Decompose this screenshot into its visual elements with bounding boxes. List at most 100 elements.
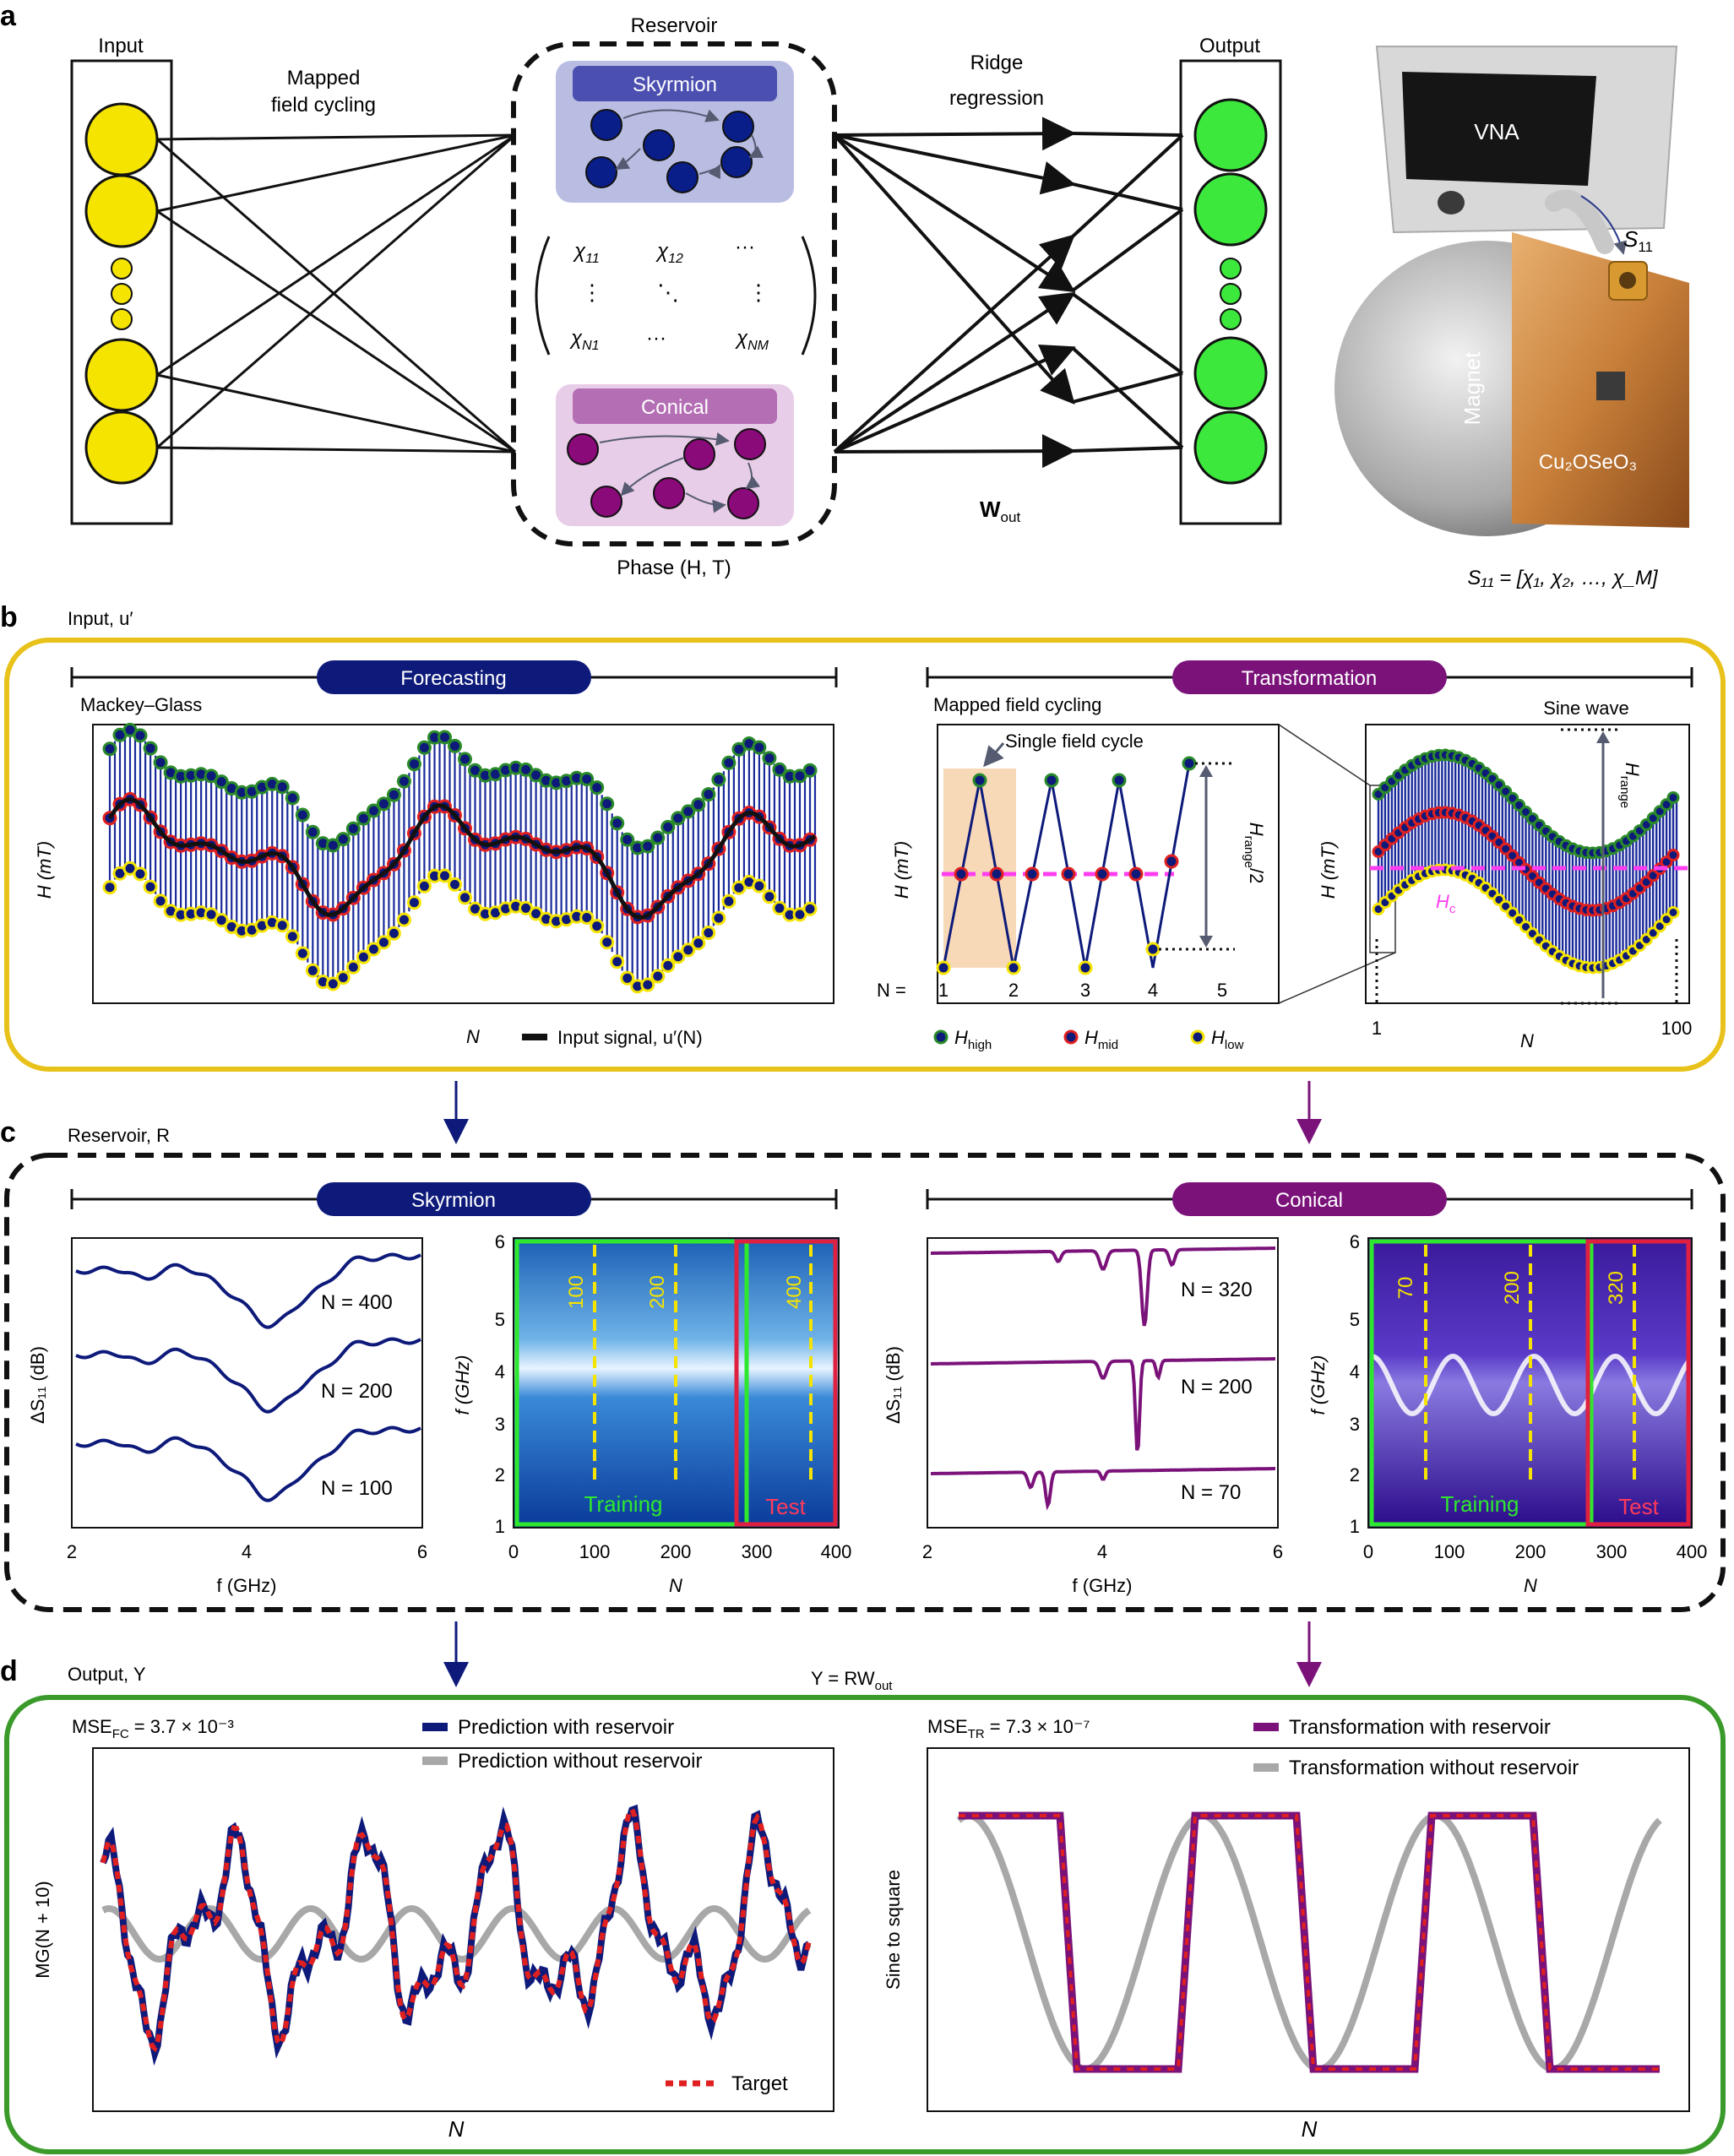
- mg-ylabel: H (mT): [34, 841, 55, 899]
- mg-high-point: [153, 755, 168, 770]
- wout-label: Wout: [980, 497, 1020, 525]
- mg-high-point: [376, 796, 391, 812]
- device-illustration: VNA S11 Magnet Cu₂OSeO₃: [1334, 46, 1689, 536]
- mg-high-point: [762, 751, 777, 766]
- hc-label: Hc: [1436, 891, 1456, 916]
- mg-high-point: [325, 838, 340, 853]
- mapping-label-1: Mapped: [287, 67, 361, 90]
- mg-high-point: [366, 803, 381, 818]
- panel-d-title: Output, Y: [68, 1664, 146, 1685]
- sine-xlabel: N: [1520, 1030, 1534, 1051]
- mg-low-point: [711, 910, 726, 926]
- mg-low-point: [153, 893, 168, 909]
- svg-text:2: 2: [67, 1541, 77, 1562]
- mg-low-point: [762, 889, 777, 904]
- mg-low-point: [305, 963, 320, 978]
- panel-label-a: a: [0, 0, 17, 32]
- mg-low-point: [721, 893, 737, 909]
- sky-spectra-traces: [75, 1252, 421, 1502]
- sky-test-label: Test: [765, 1494, 806, 1519]
- mse-fc: MSEFC = 3.7 × 10⁻³: [72, 1716, 234, 1741]
- mse-tr: MSETR = 7.3 × 10⁻⁷: [927, 1716, 1090, 1741]
- mg-high-point: [620, 832, 635, 847]
- mg-low-point: [376, 935, 391, 950]
- mg-high-point: [681, 804, 696, 819]
- mg-low-point: [590, 919, 605, 934]
- mg-low-point: [285, 929, 300, 944]
- mg-low-point: [650, 969, 666, 984]
- svg-text:4: 4: [242, 1541, 252, 1562]
- legend-pred-without: Prediction without reservoir: [458, 1750, 702, 1773]
- mg-title: Mackey–Glass: [80, 694, 202, 715]
- skyrmion-label: Skyrmion: [411, 1189, 496, 1212]
- s11-label: S11: [1623, 226, 1653, 255]
- svg-text:4: 4: [1097, 1541, 1107, 1562]
- mg-low-point: [681, 942, 696, 958]
- legend-pred-with: Prediction with reservoir: [458, 1716, 674, 1739]
- sky-spectra-xticks: 2 4 6: [67, 1541, 427, 1562]
- panel-c-frame: [4, 1153, 1726, 1612]
- mg-high-point: [406, 757, 421, 772]
- svg-text:100: 100: [1434, 1541, 1465, 1562]
- sky-mark-400: 400: [783, 1275, 806, 1309]
- con-test-label: Test: [1618, 1494, 1659, 1519]
- tr-plot-frame: [927, 1747, 1690, 2112]
- con-mark-70: 70: [1394, 1277, 1417, 1300]
- mg-high-point: [133, 728, 148, 743]
- mg-high-point: [671, 811, 686, 826]
- mg-low-point: [335, 970, 351, 986]
- svg-text:200: 200: [1515, 1541, 1546, 1562]
- mg-high-point: [701, 787, 716, 802]
- conical-phase-header: [573, 388, 777, 424]
- con-spectra-xticks: 2 4 6: [922, 1541, 1283, 1562]
- mg-high-point: [610, 816, 625, 831]
- svg-text:200: 200: [660, 1541, 692, 1562]
- panel-label-c: c: [0, 1116, 16, 1149]
- input-title: Input: [98, 35, 144, 57]
- mg-high-point: [458, 752, 472, 767]
- mg-high-point: [335, 832, 351, 847]
- sky-spectra-xlabel: f (GHz): [217, 1575, 277, 1596]
- matrix-r3c3: χNM: [735, 327, 769, 353]
- svg-text:6: 6: [1350, 1231, 1360, 1252]
- matrix-r3c1: χN1: [569, 327, 600, 353]
- sine-high-point: [1666, 791, 1680, 804]
- mg-low-point: [214, 913, 229, 928]
- vna-port: [1438, 191, 1465, 215]
- legend-h-levels: Hhigh Hmid Hlow: [933, 1027, 1244, 1052]
- mfc-ylabel: H (mT): [891, 841, 912, 899]
- input-node: [84, 338, 159, 412]
- single-cycle-label: Single field cycle: [1005, 730, 1144, 752]
- con-trace-label-200: N = 200: [1181, 1376, 1253, 1398]
- mg-low-point: [396, 912, 411, 927]
- vna-screen: [1402, 72, 1596, 186]
- mg-low-point: [102, 880, 117, 895]
- mg-high-point: [438, 730, 452, 745]
- sky-spectra-ylabel: ΔS₁₁ (dB): [27, 1346, 48, 1424]
- output-formula: Y = RWout: [811, 1668, 893, 1693]
- mg-high-point: [752, 740, 767, 755]
- mg-high-point: [295, 807, 310, 823]
- mg-low-point: [356, 949, 371, 964]
- skyrmion-lattice: [585, 109, 764, 193]
- svg-text:6: 6: [417, 1541, 427, 1562]
- svg-text:100: 100: [579, 1541, 611, 1562]
- svg-text:5: 5: [495, 1309, 505, 1330]
- svg-text:Hlow: Hlow: [1211, 1027, 1244, 1052]
- con-heatmap-xticks: 0 100 200 300 400: [1363, 1541, 1707, 1562]
- mg-high-point: [416, 740, 432, 755]
- panel-label-b: b: [0, 601, 18, 633]
- mfc-points: [936, 756, 1197, 975]
- panel-c-title: Reservoir, R: [68, 1125, 170, 1146]
- input-node: [84, 102, 159, 176]
- legend-tr-without: Transformation without reservoir: [1289, 1757, 1579, 1779]
- tr-ylabel: Sine to square: [883, 1870, 904, 1990]
- input-ellipsis-dot: [111, 283, 133, 305]
- svg-text:1: 1: [495, 1516, 505, 1537]
- mg-high-point: [590, 780, 605, 796]
- sine-wave-label: Sine wave: [1543, 698, 1629, 719]
- matrix-left-bracket: [535, 236, 551, 356]
- mg-low-point: [802, 901, 818, 916]
- mg-input-signal-line: [107, 796, 817, 920]
